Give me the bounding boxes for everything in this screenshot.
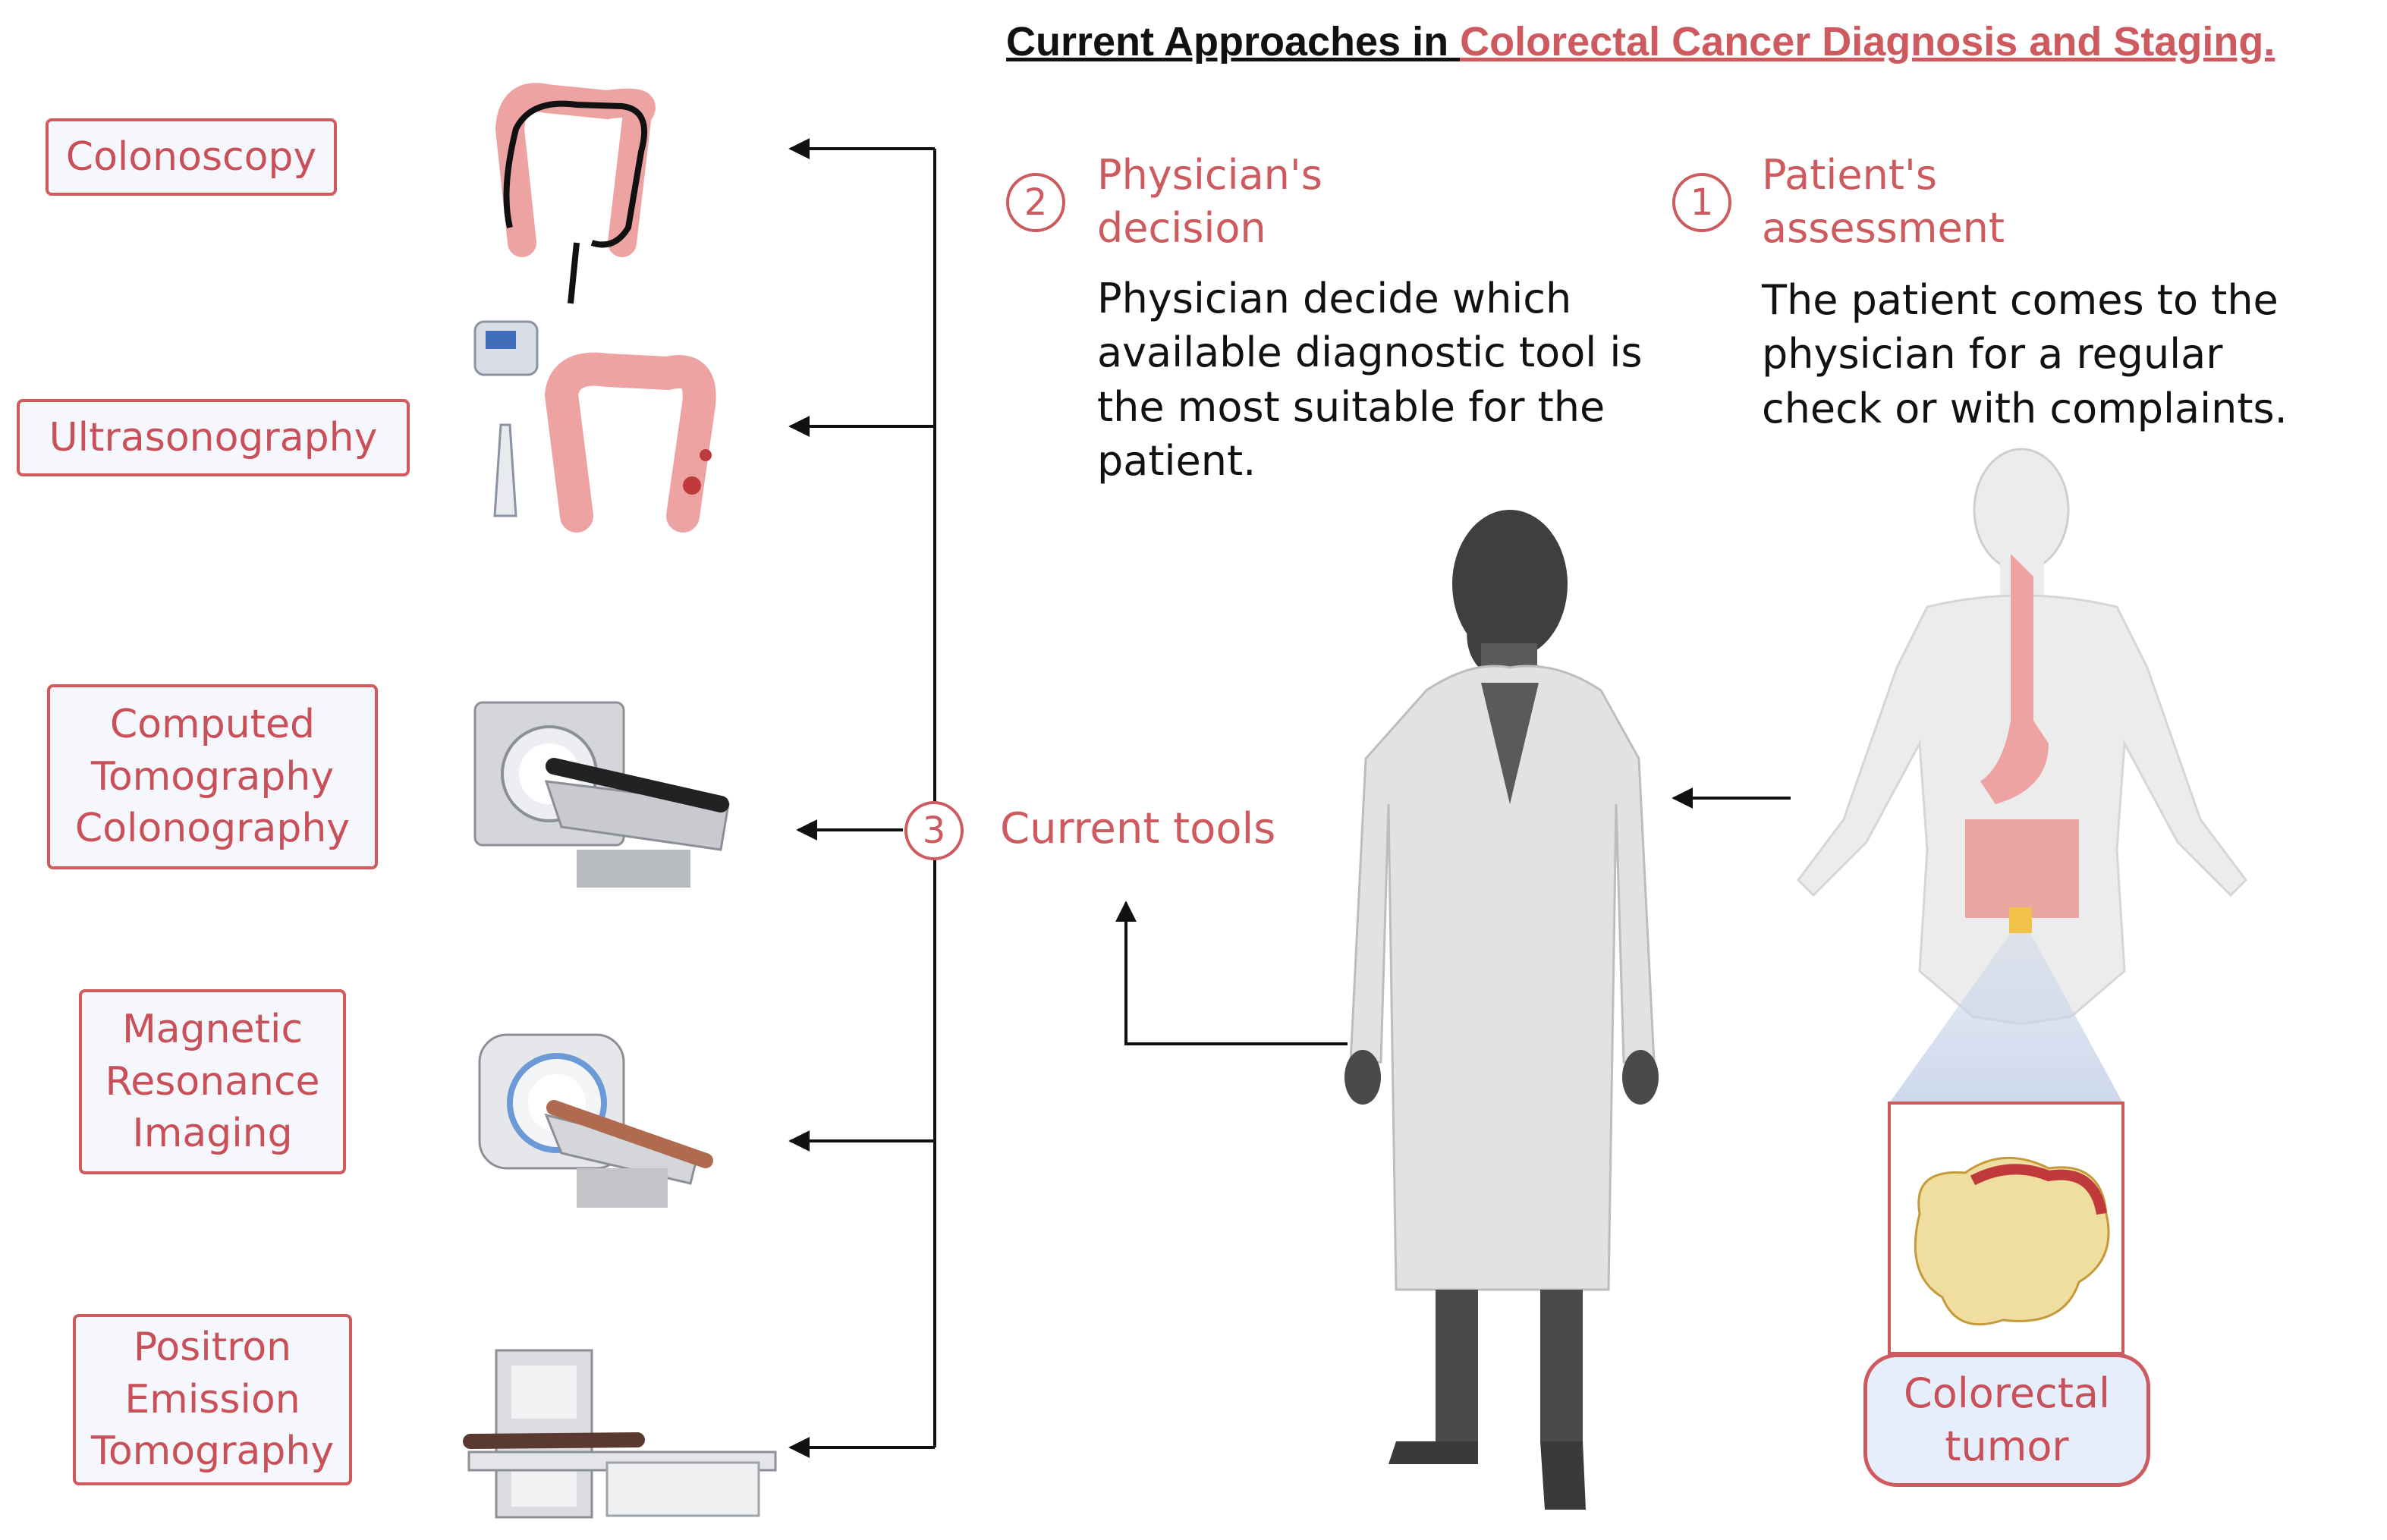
patient-assessment-description: The patient comes to the physician for a… bbox=[1762, 276, 2288, 432]
step-1-circle: 1 bbox=[1672, 173, 1731, 232]
mri-scanner-illustration bbox=[478, 1033, 713, 1208]
pet-scanner-illustration bbox=[463, 1349, 777, 1519]
patient-figure bbox=[1797, 448, 2247, 1026]
tool-box-pet: Positron Emission Tomography bbox=[73, 1314, 352, 1485]
tool-box-mri: Magnetic Resonance Imaging bbox=[79, 989, 346, 1174]
step-3-circle: 3 bbox=[904, 801, 964, 860]
ultrasonography-illustration bbox=[473, 320, 716, 533]
ct-scanner-illustration bbox=[473, 701, 730, 888]
step-2-circle: 2 bbox=[1006, 173, 1065, 232]
zoom-beam bbox=[1889, 933, 2123, 1103]
current-tools-label: Current tools bbox=[1000, 804, 1276, 853]
tumor-illustration bbox=[1914, 1156, 2110, 1326]
tool-box-ct-colonography: Computed Tomography Colonography bbox=[47, 684, 378, 869]
colonoscopy-illustration bbox=[495, 83, 656, 304]
physician-decision-title: Physician's decision bbox=[1097, 151, 1322, 253]
flow-arrows bbox=[1115, 787, 1791, 1045]
physician-figure bbox=[1344, 510, 1659, 1510]
diagram-title: Current Approaches in Colorectal Cancer … bbox=[1006, 18, 2275, 65]
tool-box-colonoscopy: Colonoscopy bbox=[46, 118, 337, 196]
patient-assessment-title: Patient's assessment bbox=[1762, 151, 2005, 253]
tool-box-ultrasonography: Ultrasonography bbox=[17, 399, 410, 476]
title-part-1: Current Approaches in bbox=[1006, 19, 1461, 64]
physician-decision-description: Physician decide which available diagnos… bbox=[1097, 275, 1643, 485]
title-part-2: Colorectal Cancer Diagnosis and Staging. bbox=[1460, 19, 2275, 64]
physician-to-tools-arrow bbox=[1115, 900, 1348, 1045]
colorectal-tumor-label: Colorectal tumor bbox=[1863, 1353, 2150, 1487]
tool-bracket bbox=[788, 138, 936, 1458]
